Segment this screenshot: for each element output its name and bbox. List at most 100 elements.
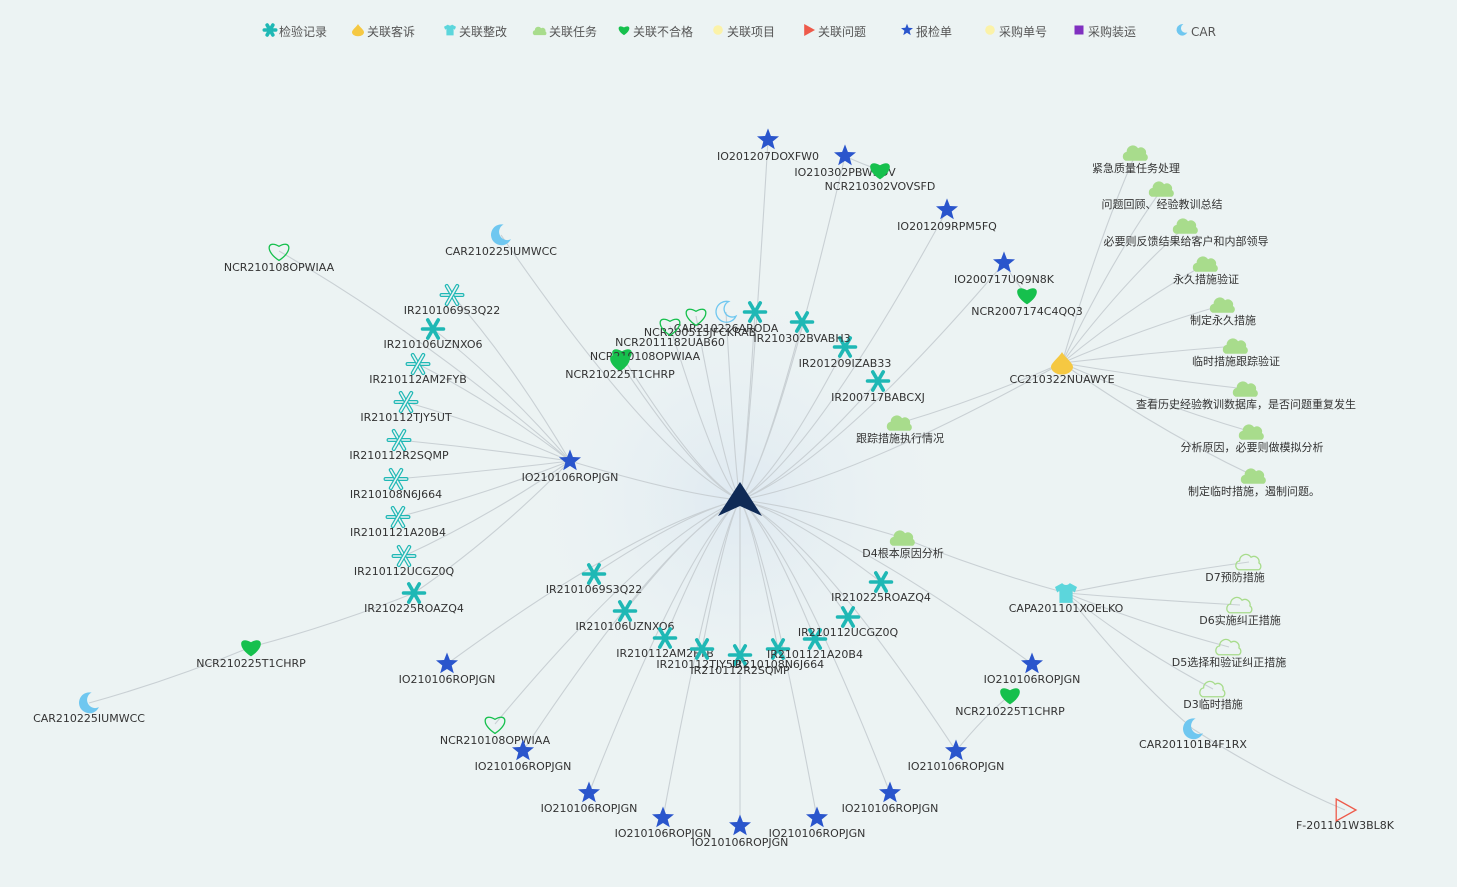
legend-item[interactable]: CAR	[1176, 24, 1216, 39]
graph-node[interactable]: IO210106ROPJGN	[541, 781, 638, 816]
graph-node[interactable]: IO210106ROPJGN	[769, 806, 866, 841]
graph-node[interactable]: IO210106ROPJGN	[908, 739, 1005, 774]
graph-node[interactable]: IR210112TJY5UT	[360, 390, 452, 424]
center-arrow-icon[interactable]	[718, 482, 762, 516]
graph-node[interactable]: 制定临时措施，遏制问题。	[1188, 468, 1320, 498]
node-label: CC210322NUAWYE	[1009, 373, 1114, 386]
legend-item[interactable]: 关联项目	[713, 25, 775, 39]
graph-node[interactable]: CAR210225IUMWCC	[33, 692, 145, 725]
graph-node[interactable]: 紧急质量任务处理	[1092, 145, 1180, 175]
legend-item[interactable]: 关联客诉	[352, 24, 415, 39]
graph-node[interactable]: IR210112UCGZ0Q	[354, 544, 455, 578]
graph-node[interactable]: NCR210108OPWIAA	[224, 243, 335, 274]
graph-node[interactable]: IR210112TJY5UT	[656, 638, 748, 671]
graph-node[interactable]: NCR210225T1CHRP	[565, 355, 675, 381]
graph-node[interactable]: IR2101121A20B4	[767, 628, 863, 661]
graph-node[interactable]: 分析原因，必要则做模拟分析	[1181, 424, 1324, 454]
graph-node[interactable]: IR200717BABCXJ	[831, 370, 925, 404]
graph-node[interactable]: IO201209RPM5FQ	[897, 198, 997, 233]
graph-node[interactable]: IR210106UZNXO6	[384, 318, 483, 351]
graph-node[interactable]: 必要则反馈结果给客户和内部领导	[1104, 218, 1269, 248]
graph-node[interactable]: IR210112R2SQMP	[349, 428, 449, 462]
graph-node[interactable]: IO210106ROPJGN	[522, 449, 619, 484]
moon-icon	[491, 224, 511, 246]
legend-item[interactable]: 关联任务	[532, 24, 597, 39]
graph-node[interactable]: D3临时措施	[1183, 680, 1243, 711]
graph-node[interactable]: IR210108N6J664	[350, 467, 442, 501]
legend-label: CAR	[1191, 25, 1216, 39]
graph-node[interactable]: 制定永久措施	[1190, 297, 1256, 327]
graph-node[interactable]: IR210112AM2FYB	[616, 627, 714, 660]
graph-node[interactable]: IR210106UZNXO6	[576, 600, 675, 633]
graph-node[interactable]: CAR210226ARODA	[674, 300, 779, 335]
graph-node[interactable]: D4根本原因分析	[862, 530, 944, 560]
graph-edge	[1061, 263, 1207, 364]
legend-item[interactable]: 关联问题	[804, 24, 866, 39]
graph-node[interactable]: 跟踪措施执行情况	[856, 415, 944, 445]
graph-node[interactable]: IO210106ROPJGN	[692, 814, 789, 850]
legend-item[interactable]: 关联不合格	[618, 24, 693, 39]
graph-node[interactable]: IO210106ROPJGN	[842, 781, 939, 816]
graph-node[interactable]: CAR201101B4F1RX	[1139, 718, 1247, 751]
graph-node[interactable]: F-201101W3BL8K	[1296, 797, 1395, 832]
graph-node[interactable]: NCR210225T1CHRP	[196, 640, 306, 670]
center-node[interactable]	[718, 482, 762, 516]
moon-icon	[79, 692, 99, 714]
legend-item[interactable]: 检验记录	[262, 23, 327, 39]
legend-item[interactable]: 报检单	[901, 23, 952, 39]
graph-node[interactable]: NCR2011182UAB60	[615, 318, 725, 349]
graph-node[interactable]: IR2101069S3Q22	[546, 563, 643, 596]
graph-node[interactable]	[742, 301, 768, 323]
legend-item[interactable]: 采购装运	[1074, 24, 1137, 39]
graph-node[interactable]: CAR210225IUMWCC	[445, 224, 557, 258]
star-icon	[1021, 652, 1043, 674]
legend-item[interactable]: 采购单号	[985, 24, 1047, 39]
graph-node[interactable]: IO210106ROPJGN	[399, 652, 496, 687]
node-label: 紧急质量任务处理	[1092, 161, 1180, 175]
graph-node[interactable]: IR210108N6J664	[732, 638, 824, 671]
graph-node[interactable]: D5选择和验证纠正措施	[1172, 638, 1286, 669]
asterisk-icon	[802, 628, 828, 650]
graph-node[interactable]: IO200717UQ9N8K	[954, 251, 1055, 286]
graph-node[interactable]: IO210106ROPJGN	[984, 652, 1081, 687]
graph-node[interactable]: D7预防措施	[1205, 553, 1265, 584]
asterisk-icon	[868, 571, 894, 593]
graph-node[interactable]: IR210112UCGZ0Q	[798, 606, 899, 639]
graph-node[interactable]: 查看历史经验教训数据库，是否问题重复发生	[1136, 381, 1356, 411]
graph-node[interactable]: IR2101069S3Q22	[404, 283, 501, 317]
graph-node[interactable]: IO210106ROPJGN	[475, 739, 572, 774]
graph-node[interactable]: NCR210225T1CHRP	[955, 688, 1065, 718]
graph-edge	[662, 499, 741, 819]
graph-node[interactable]: IR210112R2SQMP	[690, 644, 790, 677]
graph-node[interactable]: IR210225ROAZQ4	[364, 582, 464, 615]
graph-node[interactable]: IR210302BVABH3	[753, 311, 851, 345]
legend-label: 关联项目	[727, 25, 775, 39]
node-label: F-201101W3BL8K	[1296, 819, 1395, 832]
graph-node[interactable]: NCR200515JFCKRAB	[644, 308, 756, 339]
square-icon	[1074, 25, 1084, 35]
legend-item[interactable]: 关联整改	[444, 24, 507, 39]
graph-node[interactable]: NCR2007174C4QQ3	[971, 288, 1083, 318]
cloud-icon	[1199, 680, 1226, 698]
graph-node[interactable]: IR2101121A20B4	[350, 505, 446, 539]
graph-node[interactable]: IO210106ROPJGN	[615, 806, 712, 841]
heart-icon	[1017, 288, 1037, 305]
graph-node[interactable]: NCR210108OPWIAA	[440, 716, 551, 747]
graph-node[interactable]: 临时措施跟踪验证	[1192, 338, 1280, 368]
graph-node[interactable]: D6实施纠正措施	[1199, 596, 1281, 627]
graph-node[interactable]: IO201207DOXFW0	[717, 128, 819, 163]
graph-node[interactable]: 问题回顾、经验教训总结	[1102, 181, 1223, 211]
graph-node[interactable]: IR201209IZAB33	[799, 336, 892, 370]
graph-node[interactable]: IR210225ROAZQ4	[831, 571, 931, 604]
circle-icon	[713, 25, 723, 35]
graph-node[interactable]: IR210112AM2FYB	[369, 352, 467, 386]
graph-edge	[500, 234, 741, 501]
graph-node[interactable]: CAPA201101XOELKO	[1009, 583, 1124, 615]
graph-node[interactable]: CC210322NUAWYE	[1009, 352, 1115, 386]
graph-node[interactable]: NCR210108OPWIAA	[590, 349, 701, 366]
graph-node[interactable]: 永久措施验证	[1173, 256, 1239, 286]
graph-edge	[739, 499, 904, 539]
graph-node[interactable]: NCR210302VOVSFD	[825, 163, 936, 193]
asterisk-icon	[386, 428, 412, 452]
